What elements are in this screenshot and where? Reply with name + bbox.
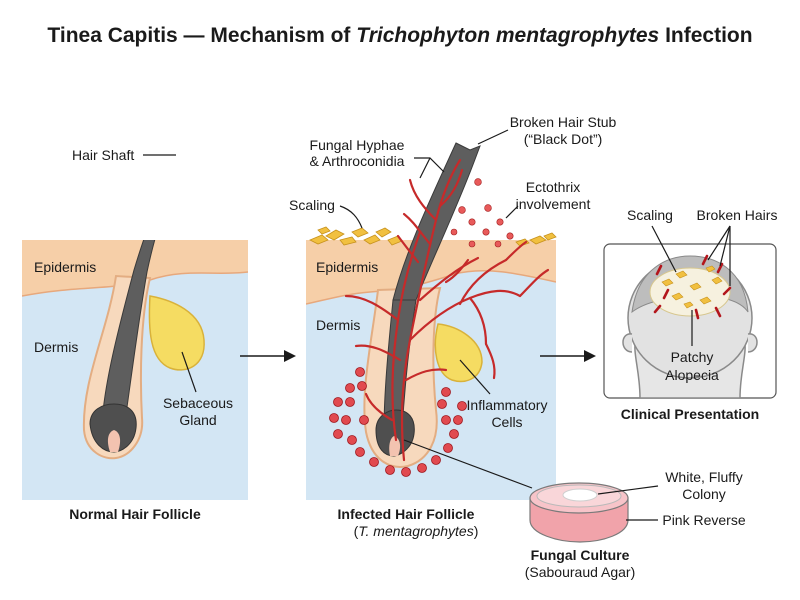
subcaption-infected-follicle: (T. mentagrophytes) (354, 523, 479, 539)
label-alopecia-2: Alopecia (665, 367, 719, 383)
subcaption-fungal-culture: (Sabouraud Agar) (525, 564, 636, 580)
arrow-infected-to-clinical (540, 350, 596, 362)
label-epidermis-infected: Epidermis (316, 259, 378, 275)
normal-hair-bulb (89, 403, 137, 453)
label-pink-reverse: Pink Reverse (662, 512, 745, 528)
label-inflammatory-2: Cells (491, 414, 522, 430)
caption-normal-follicle: Normal Hair Follicle (69, 506, 201, 522)
fungal-colony (562, 488, 598, 502)
arrow-normal-to-infected (240, 350, 296, 362)
label-hyphae-1: Fungal Hyphae (310, 137, 405, 153)
label-alopecia-1: Patchy (671, 349, 714, 365)
page-title: Tinea Capitis — Mechanism of Trichophyto… (47, 24, 752, 47)
infected-scales (309, 226, 557, 247)
caption-clinical: Clinical Presentation (621, 406, 759, 422)
label-colony-1: White, Fluffy (665, 469, 743, 485)
caption-fungal-culture: Fungal Culture (531, 547, 630, 563)
normal-follicle-panel: Hair Shaft Epidermis Dermis Sebaceous Gl… (22, 147, 248, 522)
caption-infected-follicle: Infected Hair Follicle (338, 506, 475, 522)
label-colony-2: Colony (682, 486, 726, 502)
label-sebaceous-2: Gland (179, 412, 216, 428)
clinical-presentation-panel: Scaling Broken Hairs Patchy Alopecia Cli… (603, 207, 778, 422)
label-sebaceous-1: Sebaceous (163, 395, 233, 411)
label-broken-hairs: Broken Hairs (697, 207, 778, 223)
infected-follicle-panel: Fungal Hyphae & Arthroconidia Broken Hai… (289, 114, 616, 539)
clinical-broken-hairs (653, 254, 732, 320)
normal-sebaceous-gland (148, 295, 205, 371)
label-hyphae-2: & Arthroconidia (310, 153, 405, 169)
label-ectothrix-2: involvement (516, 196, 591, 212)
fungal-hyphae (344, 158, 550, 462)
label-broken-stub-1: Broken Hair Stub (510, 114, 617, 130)
ectothrix-spores (450, 178, 514, 248)
label-scaling-infected: Scaling (289, 197, 335, 213)
label-hair-shaft: Hair Shaft (72, 147, 134, 163)
inflammatory-cells (329, 367, 467, 477)
label-scaling-clinical: Scaling (627, 207, 673, 223)
infected-epidermis-layer (306, 240, 556, 304)
label-dermis-infected: Dermis (316, 317, 360, 333)
alopecia-patch (649, 267, 731, 317)
label-dermis-normal: Dermis (34, 339, 78, 355)
label-broken-stub-2: (“Black Dot”) (524, 131, 603, 147)
label-epidermis-normal: Epidermis (34, 259, 96, 275)
label-ectothrix-1: Ectothrix (526, 179, 580, 195)
fungal-culture: White, Fluffy Colony Pink Reverse Fungal… (525, 469, 746, 580)
infected-sebaceous-gland (434, 323, 483, 383)
label-inflammatory-1: Inflammatory (467, 397, 548, 413)
clinical-scales (661, 265, 723, 309)
